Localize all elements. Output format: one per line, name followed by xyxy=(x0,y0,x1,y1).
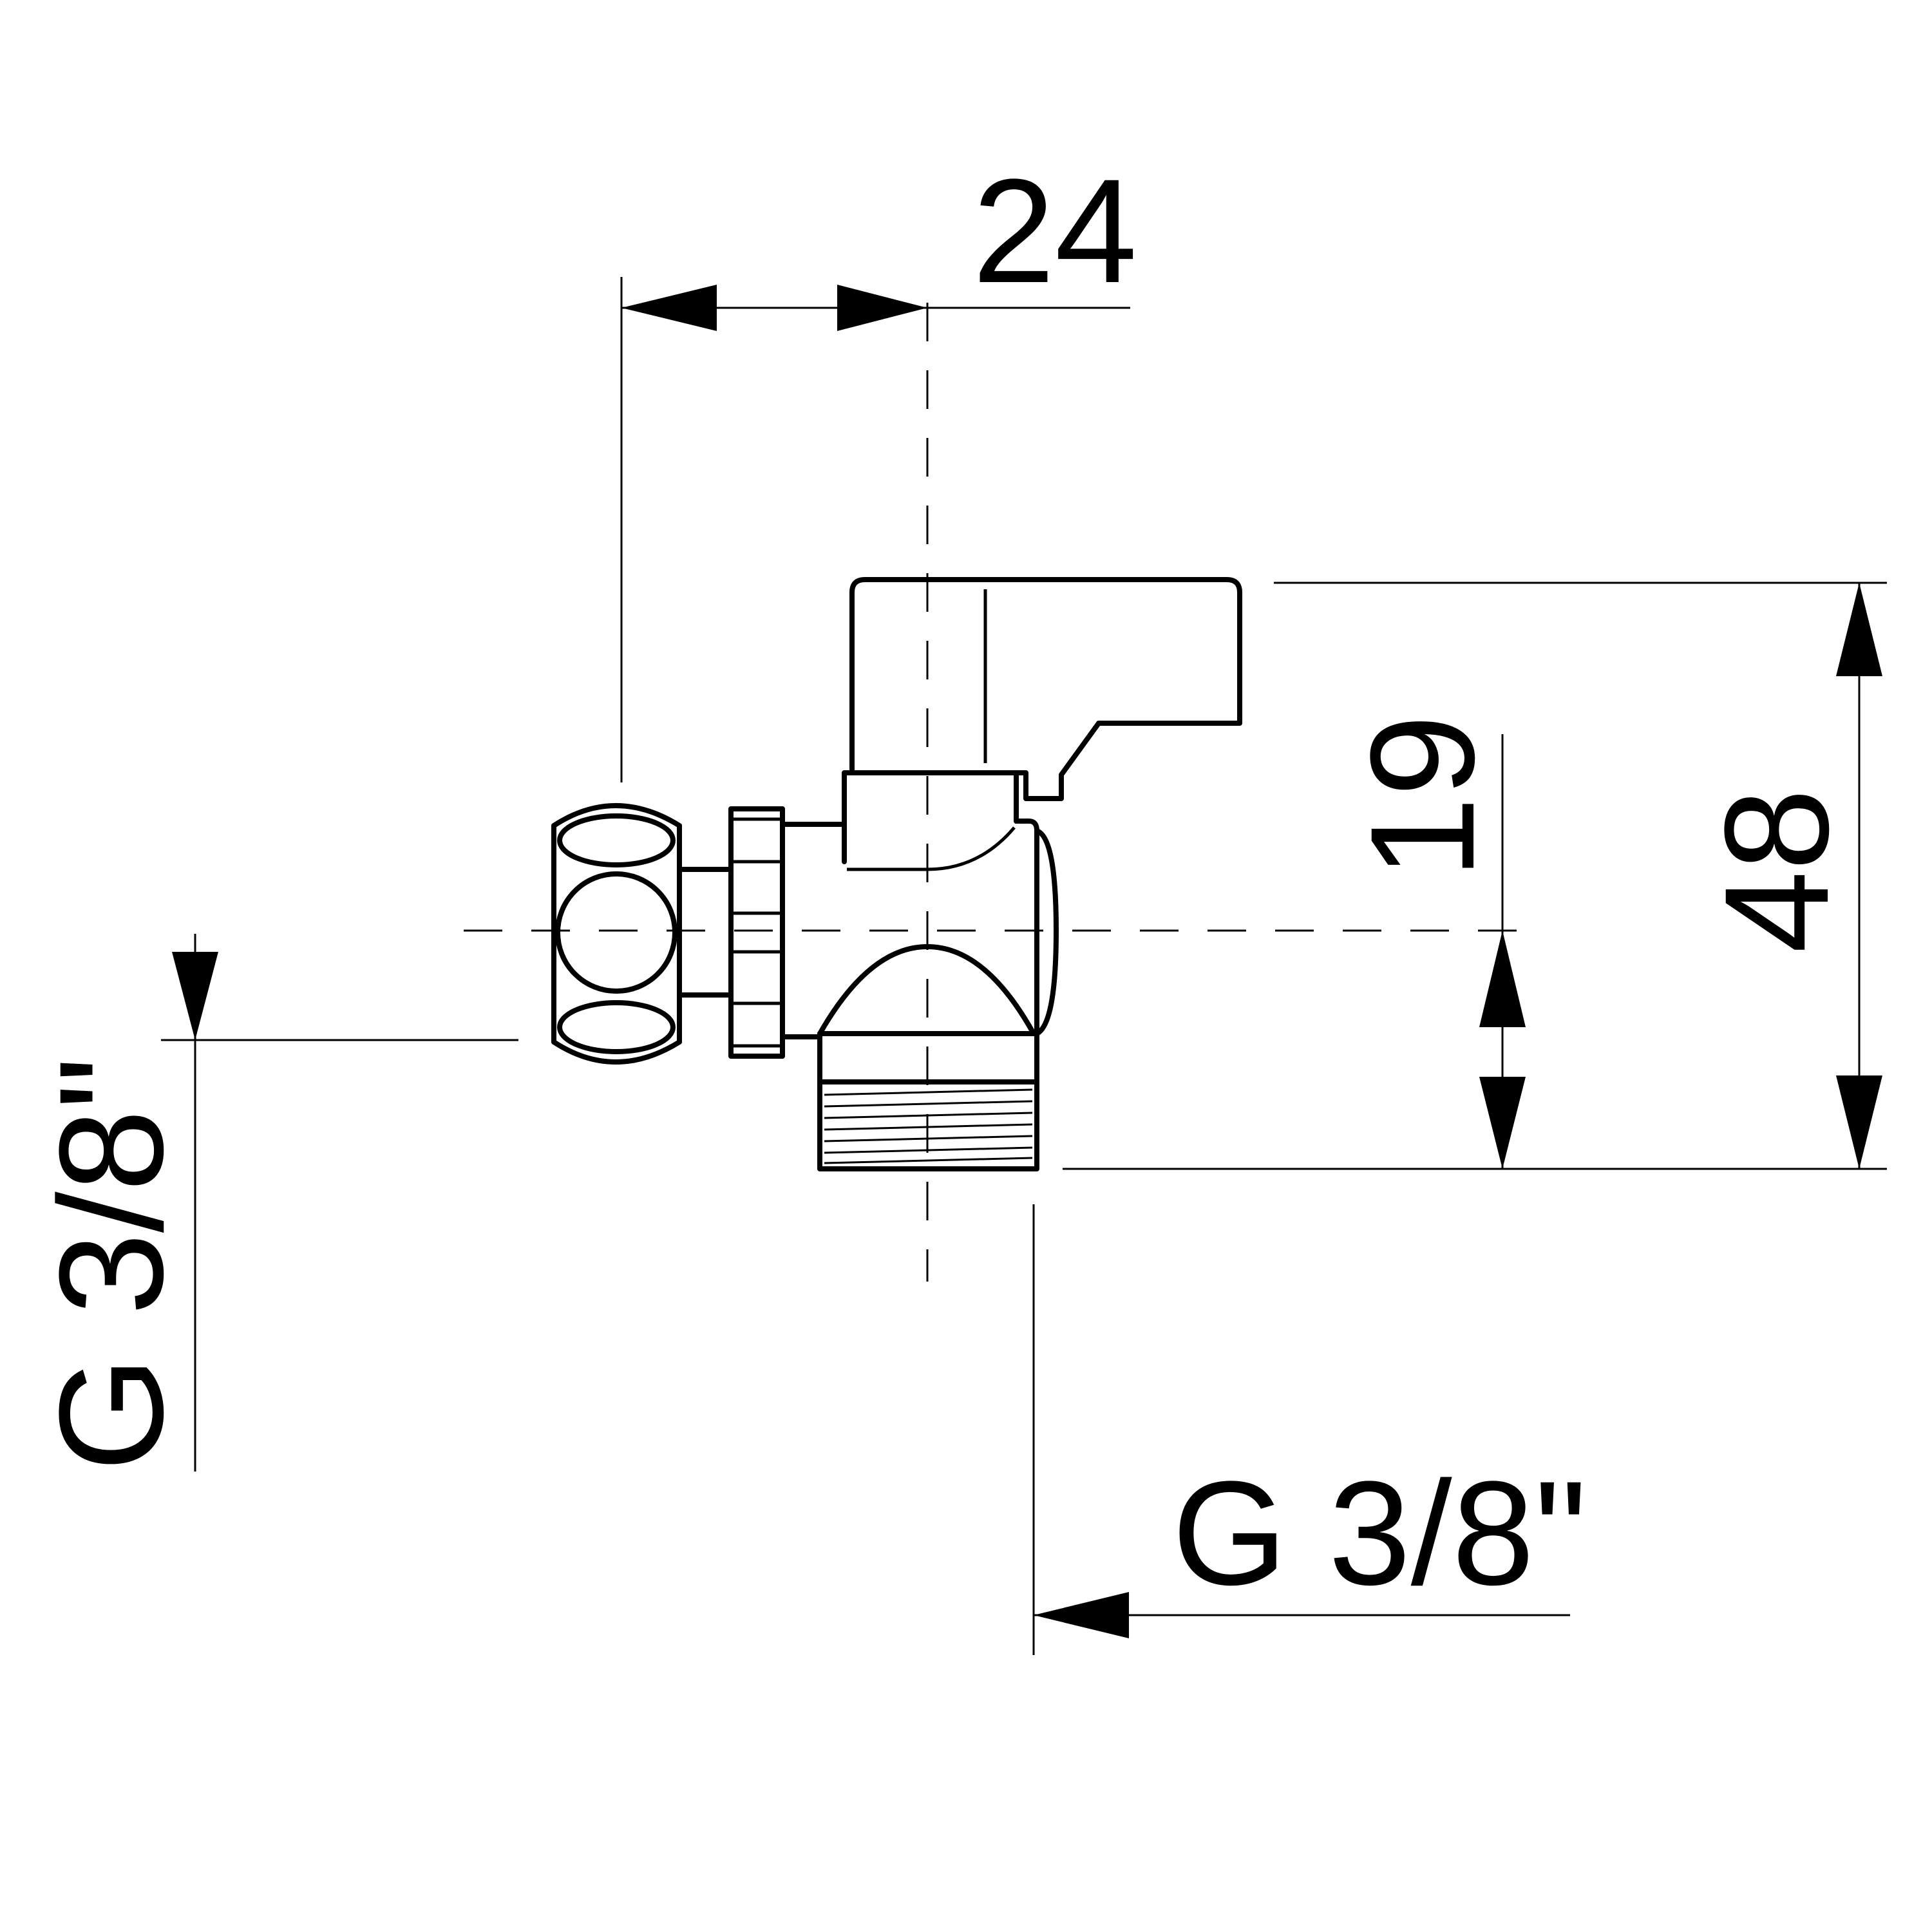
stem-lower-curve xyxy=(847,826,1016,871)
arrow-24-right xyxy=(837,285,927,331)
threaded-outlet xyxy=(817,1079,1039,1171)
valve-body xyxy=(551,577,1242,1171)
arrow-48-bottom xyxy=(1836,1075,1882,1169)
arrow-24-left xyxy=(621,285,717,331)
lever-handle xyxy=(849,577,1242,801)
knob-center-circle xyxy=(555,871,677,994)
arrow-thread-side xyxy=(172,952,218,1040)
dimension-19: 19 xyxy=(1340,714,1526,1169)
dimension-label-24: 24 xyxy=(972,148,1137,314)
dimension-48: 48 xyxy=(1063,582,1887,1170)
stem-block xyxy=(842,770,1019,864)
dimension-label-19: 19 xyxy=(1340,714,1505,879)
body-right-bulge xyxy=(1034,828,1059,1036)
thread-label-side: G 3/8" xyxy=(28,1057,194,1472)
dimension-label-48: 48 xyxy=(1694,788,1859,953)
hex-nut xyxy=(728,806,785,1059)
thread-lines xyxy=(824,1088,1033,1164)
knob-top-ellipse xyxy=(557,813,676,867)
hex-nut-lines xyxy=(731,817,782,1048)
arrow-19-bottom xyxy=(1479,1077,1526,1169)
arrow-19-top xyxy=(1479,931,1526,1027)
main-body-outline xyxy=(1014,819,1039,1036)
center-lines xyxy=(464,303,1533,1282)
dimension-24: 24 xyxy=(620,148,1137,782)
thread-callout-side: G 3/8" xyxy=(28,934,518,1472)
body-dome xyxy=(817,944,1036,1036)
thread-label-bottom: G 3/8" xyxy=(1172,1450,1587,1616)
arrow-thread-bottom xyxy=(1034,1592,1129,1638)
thread-callout-bottom: G 3/8" xyxy=(1032,1204,1587,1655)
knob-bottom-ellipse xyxy=(557,1000,676,1054)
arrow-48-top xyxy=(1836,583,1882,676)
knob-outline xyxy=(551,803,682,1065)
